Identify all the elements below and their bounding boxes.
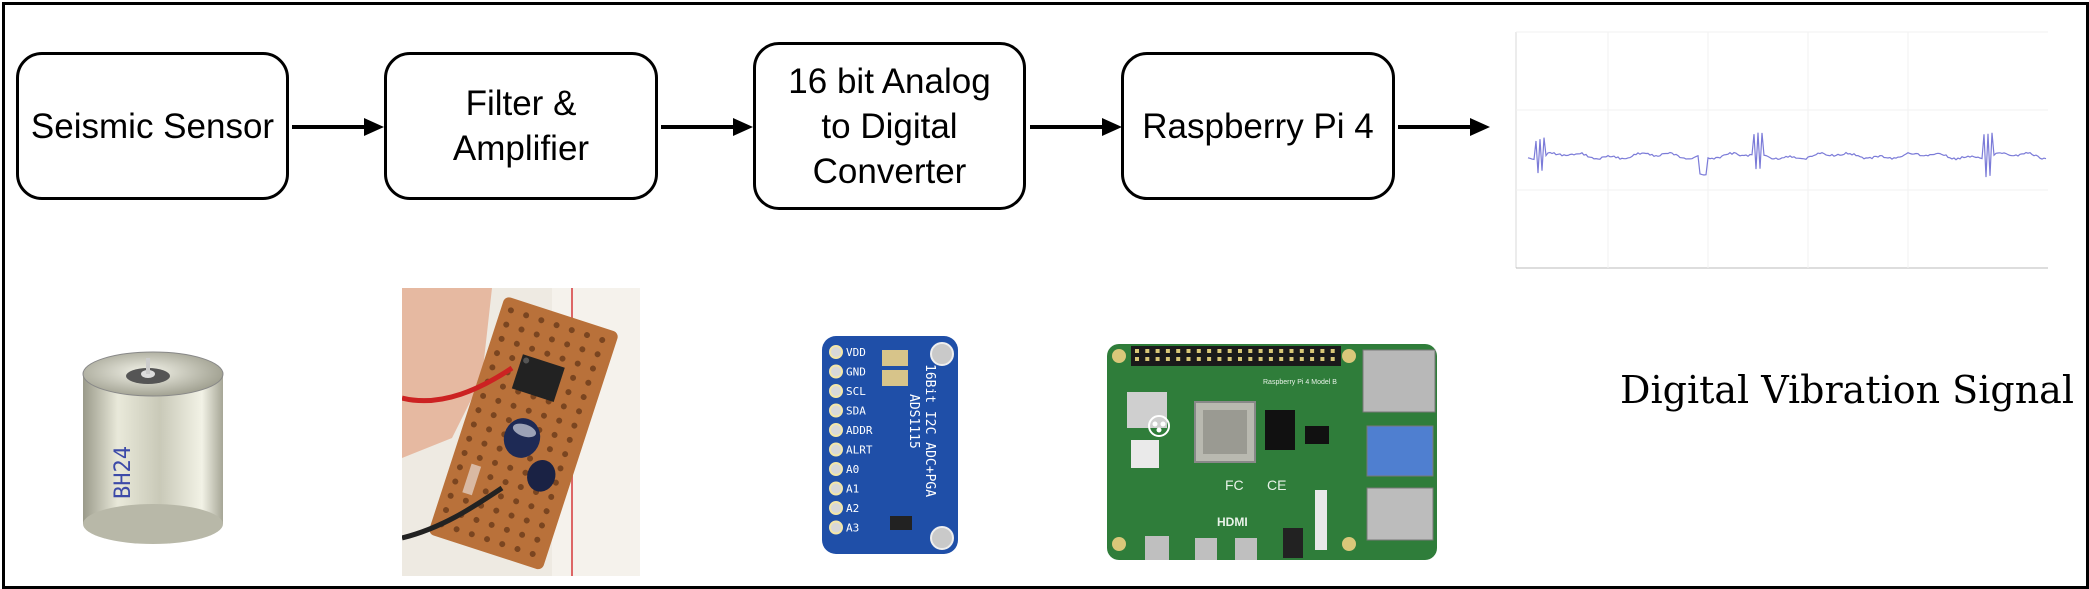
gpio-pin	[1228, 357, 1232, 361]
adc-line2: to Digital	[821, 107, 957, 146]
adc-pin-pad	[830, 405, 842, 417]
gpio-pin	[1269, 357, 1273, 361]
gpio-pin	[1156, 349, 1160, 353]
adc-pin-pad	[830, 366, 842, 378]
gpio-pin	[1310, 357, 1314, 361]
gpio-pin	[1135, 357, 1139, 361]
filter-amplifier-line1: Filter &	[466, 84, 577, 123]
gpio-pin	[1145, 357, 1149, 361]
adc-pin-label: ALRT	[846, 444, 873, 457]
arrow-rpi-to-signal	[1396, 115, 1492, 139]
arrow-sensor-to-filter	[290, 115, 386, 139]
rpi-hdmi-mark: HDMI	[1217, 515, 1248, 529]
gpio-pin	[1331, 357, 1335, 361]
gpio-pin	[1197, 357, 1201, 361]
gpio-pin	[1166, 357, 1170, 361]
rpi-ce-mark: CE	[1267, 477, 1286, 493]
filter-amplifier-label: Filter & Amplifier	[453, 81, 589, 171]
gpio-pin	[1217, 357, 1221, 361]
gpio-pin	[1310, 349, 1314, 353]
gpio-pin	[1145, 349, 1149, 353]
gpio-pin	[1217, 349, 1221, 353]
gpio-pin	[1290, 349, 1294, 353]
adc-pin-label: A1	[846, 483, 859, 496]
adc-pin-label: GND	[846, 366, 866, 379]
rpi-silkscreen: Raspberry Pi 4 Model B	[1263, 379, 1337, 386]
adc-pin-pad	[830, 502, 842, 514]
adc-board-chip: ADS1115	[906, 394, 921, 449]
gpio-pin	[1228, 349, 1232, 353]
adc-pin-pad	[830, 522, 842, 534]
adc-pin-pad	[830, 444, 842, 456]
adc-pin-label: A3	[846, 522, 859, 535]
gpio-pin	[1300, 349, 1304, 353]
filter-amplifier-photo	[402, 288, 640, 576]
gpio-pin	[1207, 349, 1211, 353]
adc-pin-label: A0	[846, 463, 859, 476]
adc-line3: Converter	[813, 152, 967, 191]
gpio-pin	[1300, 357, 1304, 361]
adc-box: 16 bit Analog to Digital Converter	[753, 42, 1026, 210]
seismic-sensor-box: Seismic Sensor	[16, 52, 289, 200]
sensor-marking: BH24	[111, 446, 136, 499]
gpio-pin	[1279, 349, 1283, 353]
adc-pin-label: SDA	[846, 405, 866, 418]
raspberry-pi-label: Raspberry Pi 4	[1142, 104, 1373, 149]
signal-caption: Digital Vibration Signal	[1620, 368, 2074, 412]
adc-label: 16 bit Analog to Digital Converter	[788, 59, 990, 194]
adc-pin-pad	[830, 385, 842, 397]
gpio-pin	[1238, 349, 1242, 353]
gpio-pin	[1320, 357, 1324, 361]
adc-pin-label: SCL	[846, 385, 866, 398]
vibration-signal-plot	[1498, 24, 2058, 276]
adc-pin-pad	[830, 463, 842, 475]
gpio-pin	[1135, 349, 1139, 353]
adc-pin-pad	[830, 483, 842, 495]
gpio-pin	[1248, 349, 1252, 353]
rpi-fc-mark: FC	[1225, 477, 1244, 493]
adc-board-photo: VDD GND SCL SDA ADDR ALRT A0A1A2A3 16Bit I2C A…	[820, 334, 960, 556]
adc-board-title: 16Bit I2C ADC+PGA	[922, 364, 937, 497]
adc-pin-pad	[830, 346, 842, 358]
raspberry-pi-box: Raspberry Pi 4	[1121, 52, 1395, 200]
gpio-pin	[1197, 349, 1201, 353]
gpio-pin	[1290, 357, 1294, 361]
arrow-filter-to-adc	[659, 115, 755, 139]
arrow-adc-to-rpi	[1028, 115, 1124, 139]
adc-pin-label: ADDR	[846, 424, 873, 437]
adc-pin-label: A2	[846, 502, 859, 515]
gpio-pin	[1320, 349, 1324, 353]
filter-amplifier-line2: Amplifier	[453, 129, 589, 168]
raspberry-pi-photo: Raspberry Pi 4 Model B CE FC HDMI	[1105, 340, 1445, 566]
adc-line1: 16 bit Analog	[788, 62, 990, 101]
filter-amplifier-box: Filter & Amplifier	[384, 52, 658, 200]
gpio-pin	[1156, 357, 1160, 361]
adc-pin-pad	[830, 424, 842, 436]
gpio-pin	[1166, 349, 1170, 353]
seismic-sensor-photo: BH24	[78, 344, 228, 554]
adc-pin-label: VDD	[846, 346, 866, 359]
gpio-pin	[1176, 349, 1180, 353]
gpio-pin	[1187, 349, 1191, 353]
gpio-pin	[1279, 357, 1283, 361]
gpio-pin	[1238, 357, 1242, 361]
gpio-pin	[1248, 357, 1252, 361]
seismic-sensor-label: Seismic Sensor	[31, 104, 274, 149]
gpio-pin	[1259, 349, 1263, 353]
gpio-pin	[1259, 357, 1263, 361]
gpio-pin	[1269, 349, 1273, 353]
gpio-pin	[1176, 357, 1180, 361]
signal-trace	[1528, 133, 2046, 177]
gpio-pin	[1187, 357, 1191, 361]
gpio-pin	[1207, 357, 1211, 361]
gpio-pin	[1331, 349, 1335, 353]
